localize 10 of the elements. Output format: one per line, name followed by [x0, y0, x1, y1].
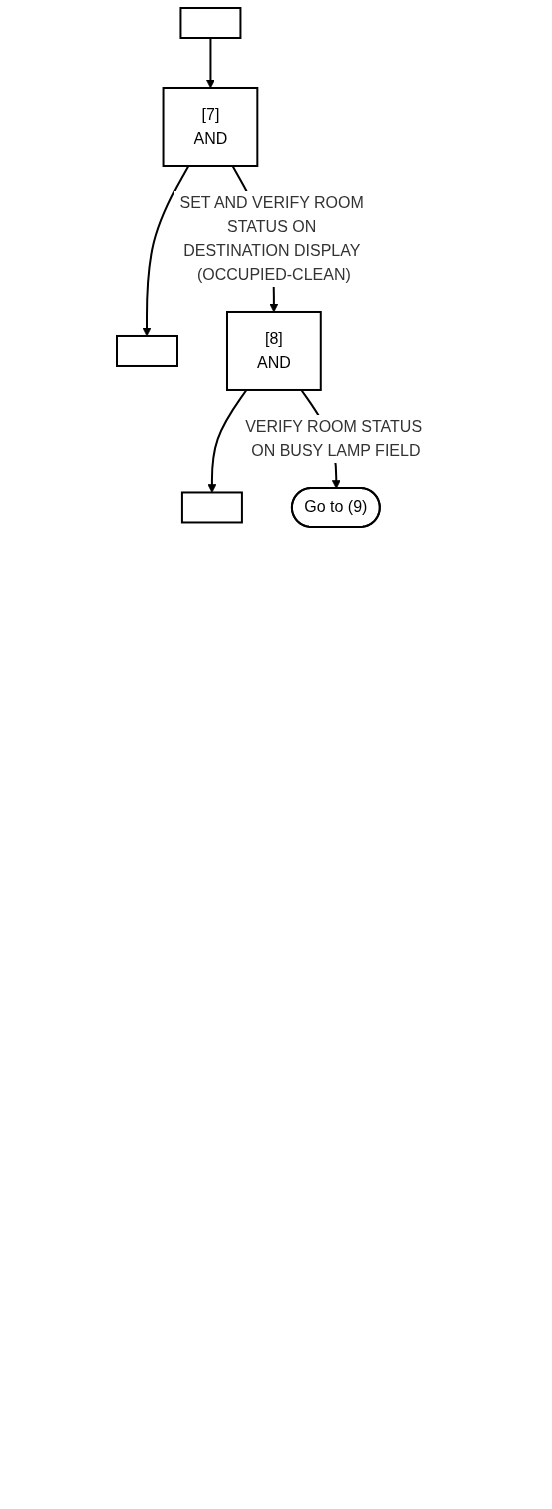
- edge-label: SET AND VERIFY ROOM STATUS ON DESTINATION DISPLAY (OCCUPIED-CLEAN): [179, 193, 364, 283]
- arrow: [207, 389, 247, 493]
- arrow: [205, 37, 215, 89]
- node-box: [179, 7, 241, 39]
- node-box: [115, 335, 178, 367]
- node-box: [180, 491, 243, 524]
- arrow: [142, 165, 189, 337]
- node-box: [7] AND: [162, 87, 258, 167]
- node-box: [8] AND: [225, 311, 322, 391]
- edge-label: VERIFY ROOM STATUS ON BUSY LAMP FIELD: [244, 417, 422, 459]
